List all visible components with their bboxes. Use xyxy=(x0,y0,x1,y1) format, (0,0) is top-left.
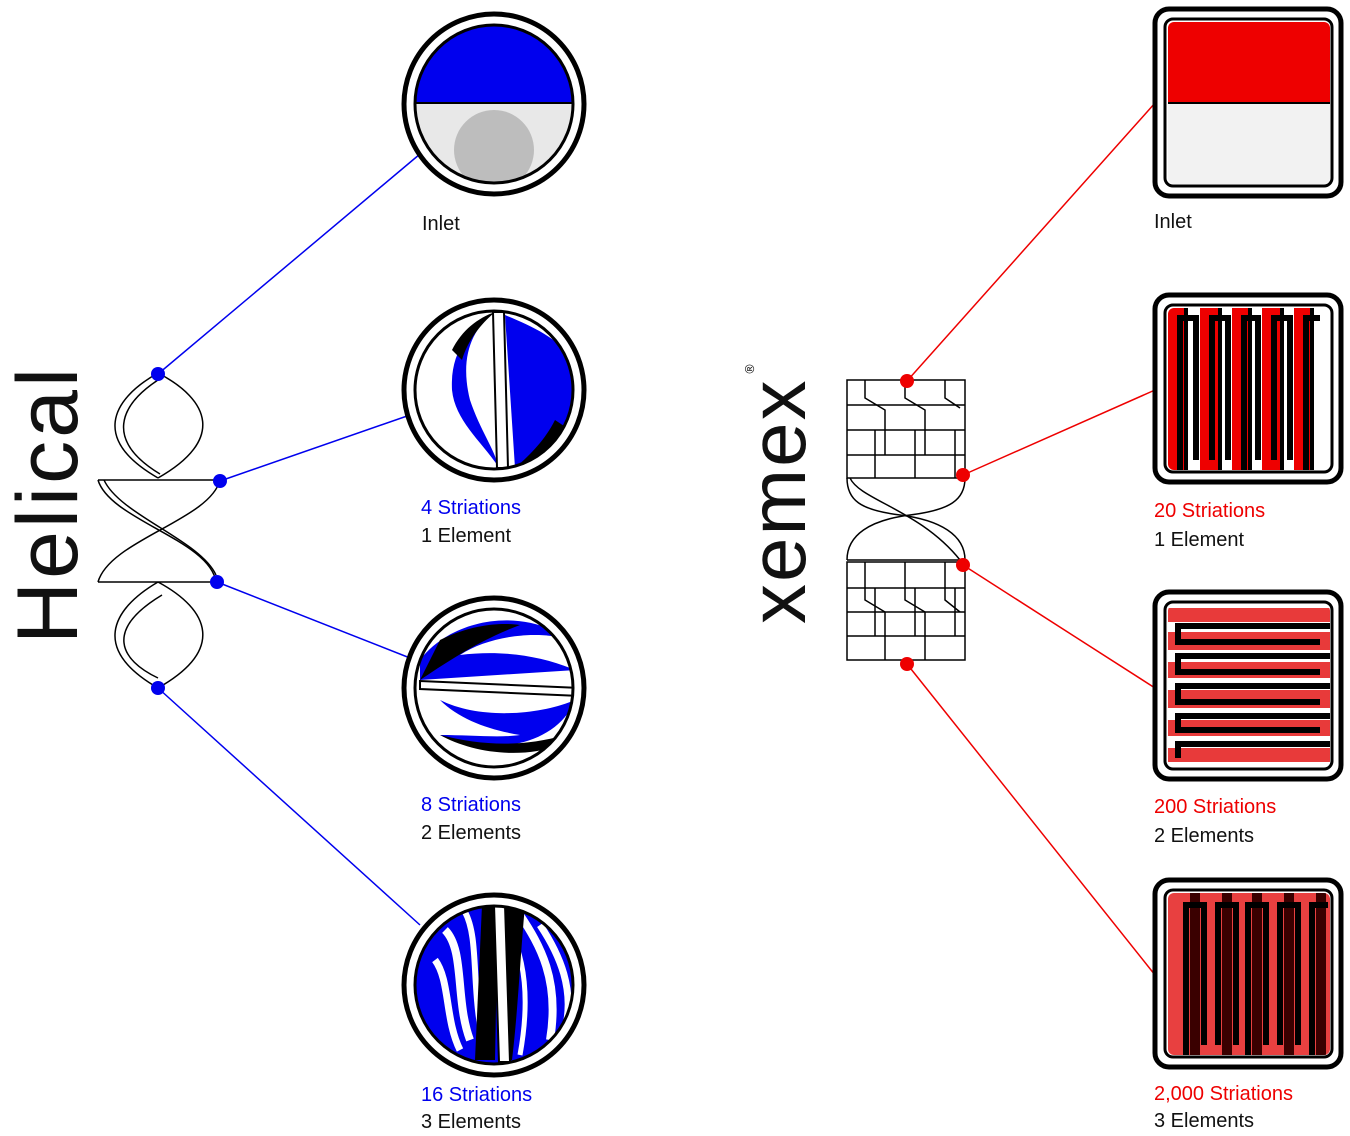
xemex-striations-label: 2,000 Striations xyxy=(1154,1083,1293,1105)
helical-element-drawing xyxy=(97,372,221,689)
xemex-element-drawing xyxy=(846,379,966,661)
xemex-elements-label: 3 Elements xyxy=(1154,1110,1255,1132)
xemex-elements-label: 2 Elements xyxy=(1154,825,1255,847)
xemex-connector-dots xyxy=(900,374,970,671)
helical-inlet-label: Inlet xyxy=(422,213,460,235)
xemex-2-elements-cross-section xyxy=(1152,589,1344,782)
registered-trademark-mark: ® xyxy=(743,363,757,375)
helical-2-elements-cross-section xyxy=(401,595,587,781)
helical-connector-lines xyxy=(157,153,421,926)
helical-striations-label: 16 Striations xyxy=(421,1084,533,1106)
xemex-striations-label: 20 Striations xyxy=(1154,500,1266,522)
helical-3-elements-cross-section xyxy=(401,892,587,1078)
helical-inlet-cross-section xyxy=(401,11,587,197)
helical-1-element-cross-section xyxy=(401,297,587,483)
xemex-1-element-cross-section xyxy=(1152,292,1344,485)
helical-elements-label: 1 Element xyxy=(421,525,512,547)
xemex-inlet-label: Inlet xyxy=(1154,211,1192,233)
xemex-striations-label: 200 Striations xyxy=(1154,796,1277,818)
xemex-logo-wordmark: xemex xyxy=(733,378,822,624)
helical-connector-dots xyxy=(151,367,227,695)
xemex-connector-lines xyxy=(906,102,1156,976)
helical-elements-label: 2 Elements xyxy=(421,822,522,844)
helical-striations-label: 4 Striations xyxy=(421,497,522,519)
xemex-inlet-cross-section xyxy=(1152,6,1344,199)
xemex-elements-label: 1 Element xyxy=(1154,529,1245,551)
helical-title: Helical xyxy=(0,364,96,644)
helical-elements-label: 3 Elements xyxy=(421,1111,522,1133)
helical-striations-label: 8 Striations xyxy=(421,794,522,816)
xemex-3-elements-cross-section xyxy=(1152,877,1344,1070)
